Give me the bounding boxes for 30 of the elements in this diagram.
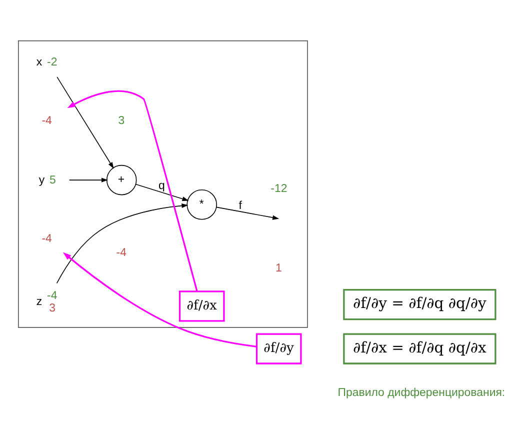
arrow xyxy=(216,206,280,220)
node-label: -4 xyxy=(47,289,58,302)
node-box: ∂f/∂x xyxy=(178,290,225,322)
node-box: ∂f/∂y xyxy=(256,332,302,364)
node-text: -4 xyxy=(42,114,52,127)
label: 3 xyxy=(118,114,125,127)
node-circle: * xyxy=(186,188,217,220)
arrow xyxy=(135,183,189,201)
arrow xyxy=(56,76,114,168)
node-text: z xyxy=(36,296,42,308)
arrow xyxy=(56,202,188,284)
arrow xyxy=(68,177,108,182)
edge-label: f xyxy=(238,199,242,212)
arrow xyxy=(63,252,257,347)
node-label: -2 xyxy=(47,56,58,68)
node-text: x xyxy=(36,56,42,68)
label: 1 xyxy=(276,262,282,274)
node-text: y xyxy=(38,174,45,186)
label: -4 xyxy=(116,246,126,258)
cluster xyxy=(18,40,308,328)
node-box: ∂f/∂y = ∂f/∂q ∂q/∂y xyxy=(343,288,496,320)
edge-label: q xyxy=(158,180,165,192)
node-box: ∂f/∂x = ∂f/∂q ∂q/∂x xyxy=(343,332,496,364)
node-label: 3 xyxy=(49,302,56,314)
label: -12 xyxy=(270,182,288,195)
arrow xyxy=(67,90,198,292)
node-text: -4 xyxy=(42,232,52,245)
node-label: 5 xyxy=(50,174,56,186)
node-circle: + xyxy=(106,164,137,195)
label: Правило дифференцирования: xyxy=(338,386,506,399)
